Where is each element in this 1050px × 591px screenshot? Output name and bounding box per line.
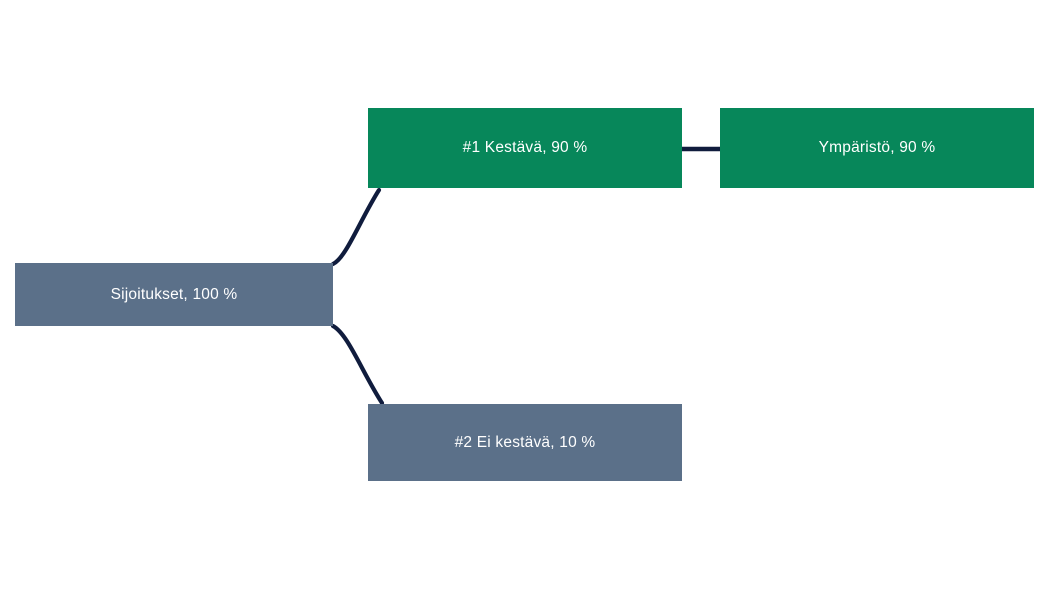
edge-root-to-branch-1 [330,187,382,267]
node-kestava[interactable]: #1 Kestävä, 90 % [368,108,682,188]
node-label: Sijoitukset, 100 % [110,285,238,303]
node-sijoitukset[interactable]: Sijoitukset, 100 % [15,263,333,326]
node-ymparisto[interactable]: Ympäristö, 90 % [720,108,1034,188]
edge-root-to-branch-2 [330,323,385,406]
node-ei-kestava[interactable]: #2 Ei kestävä, 10 % [368,404,682,481]
node-label: Ympäristö, 90 % [818,139,936,157]
node-label: #2 Ei kestävä, 10 % [454,433,596,451]
node-label: #1 Kestävä, 90 % [462,139,588,157]
